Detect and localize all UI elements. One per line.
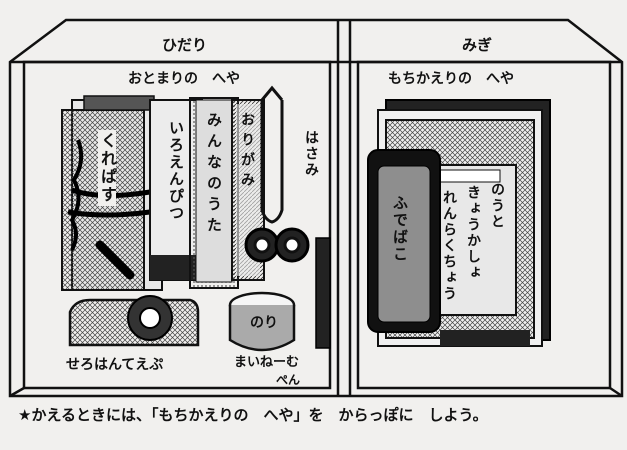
left-section-title: ひだり [162, 36, 208, 54]
glue-tub [228, 291, 296, 352]
notebook-label: のうと [489, 182, 505, 230]
footer-instruction: ★かえるときには、「もちかえりの へや」を からっぽに しよう。 [18, 408, 488, 423]
tape-label: せろはんてえぷ [66, 357, 164, 373]
footer-text: かえるときには、「もちかえりの へや」を からっぽに しよう。 [31, 406, 488, 424]
tape-dispenser [68, 295, 200, 347]
right-room-label: もちかえりの へや [388, 71, 514, 87]
scissors [244, 85, 310, 263]
pencil-case [367, 149, 441, 333]
songbook [189, 97, 239, 289]
contact-book-label: れんらくちょう [441, 190, 457, 302]
star-icon: ★ [18, 406, 32, 424]
crayon-label: くれぱす [98, 130, 117, 206]
glue-label: のり [250, 315, 278, 331]
crayon-box [61, 95, 163, 291]
songbook-label: みんなのうた [205, 112, 223, 238]
scissors-label: はさみ [303, 130, 319, 178]
workbook-label: きょうかしょ [465, 185, 481, 281]
pencil-case-label: ふでばこ [391, 195, 409, 263]
marker-label-2: ぺん [276, 373, 301, 387]
marker-pen [315, 237, 331, 349]
left-room-label: おとまりの へや [128, 71, 240, 87]
origami-label: おりがみ [239, 112, 255, 192]
marker-label-1: まいねーむ [234, 355, 300, 370]
right-section-title: みぎ [462, 36, 493, 54]
shelf-frame [8, 18, 624, 398]
colored-pencils-label: いろえんぴつ [167, 120, 185, 222]
